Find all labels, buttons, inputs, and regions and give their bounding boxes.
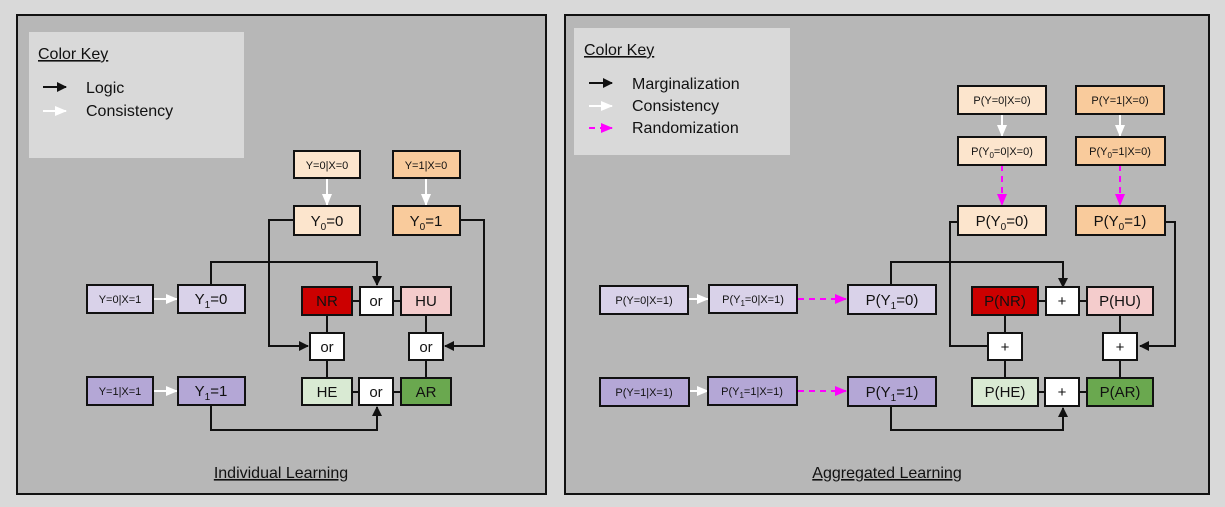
svg-text:P(Y1=1): P(Y1=1) [866, 384, 919, 404]
svg-text:P(NR): P(NR) [984, 293, 1026, 310]
node-p-y1-equals-0: P(Y1=0) [847, 284, 937, 315]
svg-text:P(Y=1|X=0): P(Y=1|X=0) [1091, 95, 1148, 107]
svg-text:P(Y=1|X=1): P(Y=1|X=1) [615, 387, 672, 399]
node-he: HE [301, 377, 353, 406]
node-p-y1-given-x1: P(Y=1|X=1) [599, 377, 690, 407]
svg-text:P(Y0=0): P(Y0=0) [976, 213, 1029, 233]
node-plus-top: + [1045, 286, 1080, 316]
node-y1-equals-0: Y1=0 [177, 284, 246, 314]
node-p-y0-given-x0: P(Y=0|X=0) [957, 85, 1047, 115]
node-p-y0-1-given-x0: P(Y0=1|X=0) [1075, 136, 1166, 166]
svg-text:Y1=0: Y1=0 [195, 291, 228, 311]
svg-text:P(Y0=1|X=0): P(Y0=1|X=0) [1089, 146, 1151, 160]
node-ar: AR [400, 377, 452, 406]
svg-text:+: + [1058, 293, 1067, 310]
node-plus-right: + [1102, 332, 1138, 361]
svg-text:P(Y0=0|X=0): P(Y0=0|X=0) [971, 146, 1033, 160]
svg-text:Y=0|X=1: Y=0|X=1 [99, 294, 142, 306]
node-p-y1-0-given-x1: P(Y1=0|X=1) [708, 284, 798, 314]
svg-text:Y=0|X=0: Y=0|X=0 [306, 160, 349, 172]
connector-y0-0-to-or-left [268, 219, 309, 351]
svg-text:P(Y1=1|X=1): P(Y1=1|X=1) [721, 386, 783, 400]
key-label-marginalization: Marginalization [632, 76, 740, 93]
svg-text:P(HE): P(HE) [985, 384, 1026, 401]
node-or-right: or [408, 332, 444, 361]
svg-text:or: or [419, 339, 432, 356]
color-key-box [574, 28, 790, 155]
color-key-box [29, 32, 244, 158]
aggregated-learning-panel: Color Key Marginalization Consistency Ra… [564, 14, 1210, 495]
connector-py0-0-to-plus-left [949, 221, 997, 351]
svg-text:P(AR): P(AR) [1100, 384, 1141, 401]
connector-y0-1-to-or-right [444, 219, 485, 351]
node-y1-equals-1: Y1=1 [177, 376, 246, 406]
connector-py0-1-to-plus-right [1139, 221, 1176, 351]
node-y0-given-x0: Y=0|X=0 [293, 150, 361, 179]
svg-text:+: + [1001, 339, 1010, 356]
node-or-left: or [309, 332, 345, 361]
svg-text:+: + [1058, 384, 1067, 401]
svg-text:+: + [1116, 339, 1125, 356]
svg-text:NR: NR [316, 293, 338, 310]
node-y0-equals-0: Y0=0 [293, 205, 361, 236]
node-hu: HU [400, 286, 452, 316]
key-label-randomization: Randomization [632, 120, 739, 137]
key-label-logic: Logic [86, 80, 124, 97]
node-or-top: or [359, 286, 394, 316]
key-label-consistency: Consistency [632, 98, 719, 115]
node-or-bottom: or [358, 377, 394, 406]
node-y0-given-x1: Y=0|X=1 [86, 284, 154, 314]
svg-text:P(HU): P(HU) [1099, 293, 1141, 310]
node-nr: NR [301, 286, 353, 316]
svg-text:P(Y1=0|X=1): P(Y1=0|X=1) [722, 294, 784, 308]
logic-connectors [890, 221, 1176, 431]
svg-text:P(Y1=0): P(Y1=0) [866, 292, 919, 312]
node-p-y1-1-given-x1: P(Y1=1|X=1) [707, 376, 798, 406]
panel-caption: Individual Learning [214, 465, 348, 482]
svg-text:AR: AR [416, 384, 437, 401]
color-key-title: Color Key [38, 46, 108, 63]
node-p-y1-given-x0: P(Y=1|X=0) [1075, 85, 1165, 115]
svg-text:or: or [320, 339, 333, 356]
logic-connectors [210, 219, 485, 431]
connector-py1-1-to-plus-bottom [890, 406, 1068, 431]
node-p-ar: P(AR) [1086, 377, 1154, 407]
node-y0-equals-1: Y0=1 [392, 205, 461, 236]
node-p-y1-equals-1: P(Y1=1) [847, 376, 937, 407]
color-key: Color Key Logic Consistency [29, 32, 244, 158]
node-p-nr: P(NR) [971, 286, 1039, 316]
svg-text:HU: HU [415, 293, 437, 310]
connector-py1-0-to-plus-top [890, 261, 1068, 288]
node-plus-left: + [987, 332, 1023, 361]
connector-y1-0-to-or-top [210, 261, 382, 286]
svg-text:P(Y0=1): P(Y0=1) [1094, 213, 1147, 233]
svg-text:P(Y=0|X=1): P(Y=0|X=1) [615, 295, 672, 307]
node-p-y0-0-given-x0: P(Y0=0|X=0) [957, 136, 1047, 166]
panel-caption: Aggregated Learning [812, 465, 961, 482]
color-key: Color Key Marginalization Consistency Ra… [574, 28, 790, 155]
svg-text:or: or [369, 384, 382, 401]
svg-text:Y0=0: Y0=0 [311, 213, 344, 233]
node-p-y0-equals-0: P(Y0=0) [957, 205, 1047, 236]
svg-text:HE: HE [317, 384, 338, 401]
svg-text:or: or [369, 293, 382, 310]
node-y1-given-x1: Y=1|X=1 [86, 376, 154, 406]
svg-text:Y=1|X=1: Y=1|X=1 [99, 386, 142, 398]
key-label-consistency: Consistency [86, 103, 173, 120]
node-p-he: P(HE) [971, 377, 1039, 407]
svg-text:Y1=1: Y1=1 [195, 383, 228, 403]
color-key-title: Color Key [584, 42, 654, 59]
node-y1-given-x0: Y=1|X=0 [392, 150, 461, 179]
node-plus-bottom: + [1044, 377, 1080, 407]
svg-text:Y0=1: Y0=1 [410, 213, 443, 233]
svg-text:Y=1|X=0: Y=1|X=0 [405, 160, 448, 172]
connector-y1-1-to-or-bottom [210, 405, 382, 431]
node-p-y0-given-x1: P(Y=0|X=1) [599, 285, 689, 315]
node-p-hu: P(HU) [1086, 286, 1154, 316]
node-p-y0-equals-1: P(Y0=1) [1075, 205, 1166, 236]
individual-learning-panel: Color Key Logic Consistency [16, 14, 547, 495]
svg-text:P(Y=0|X=0): P(Y=0|X=0) [973, 95, 1030, 107]
